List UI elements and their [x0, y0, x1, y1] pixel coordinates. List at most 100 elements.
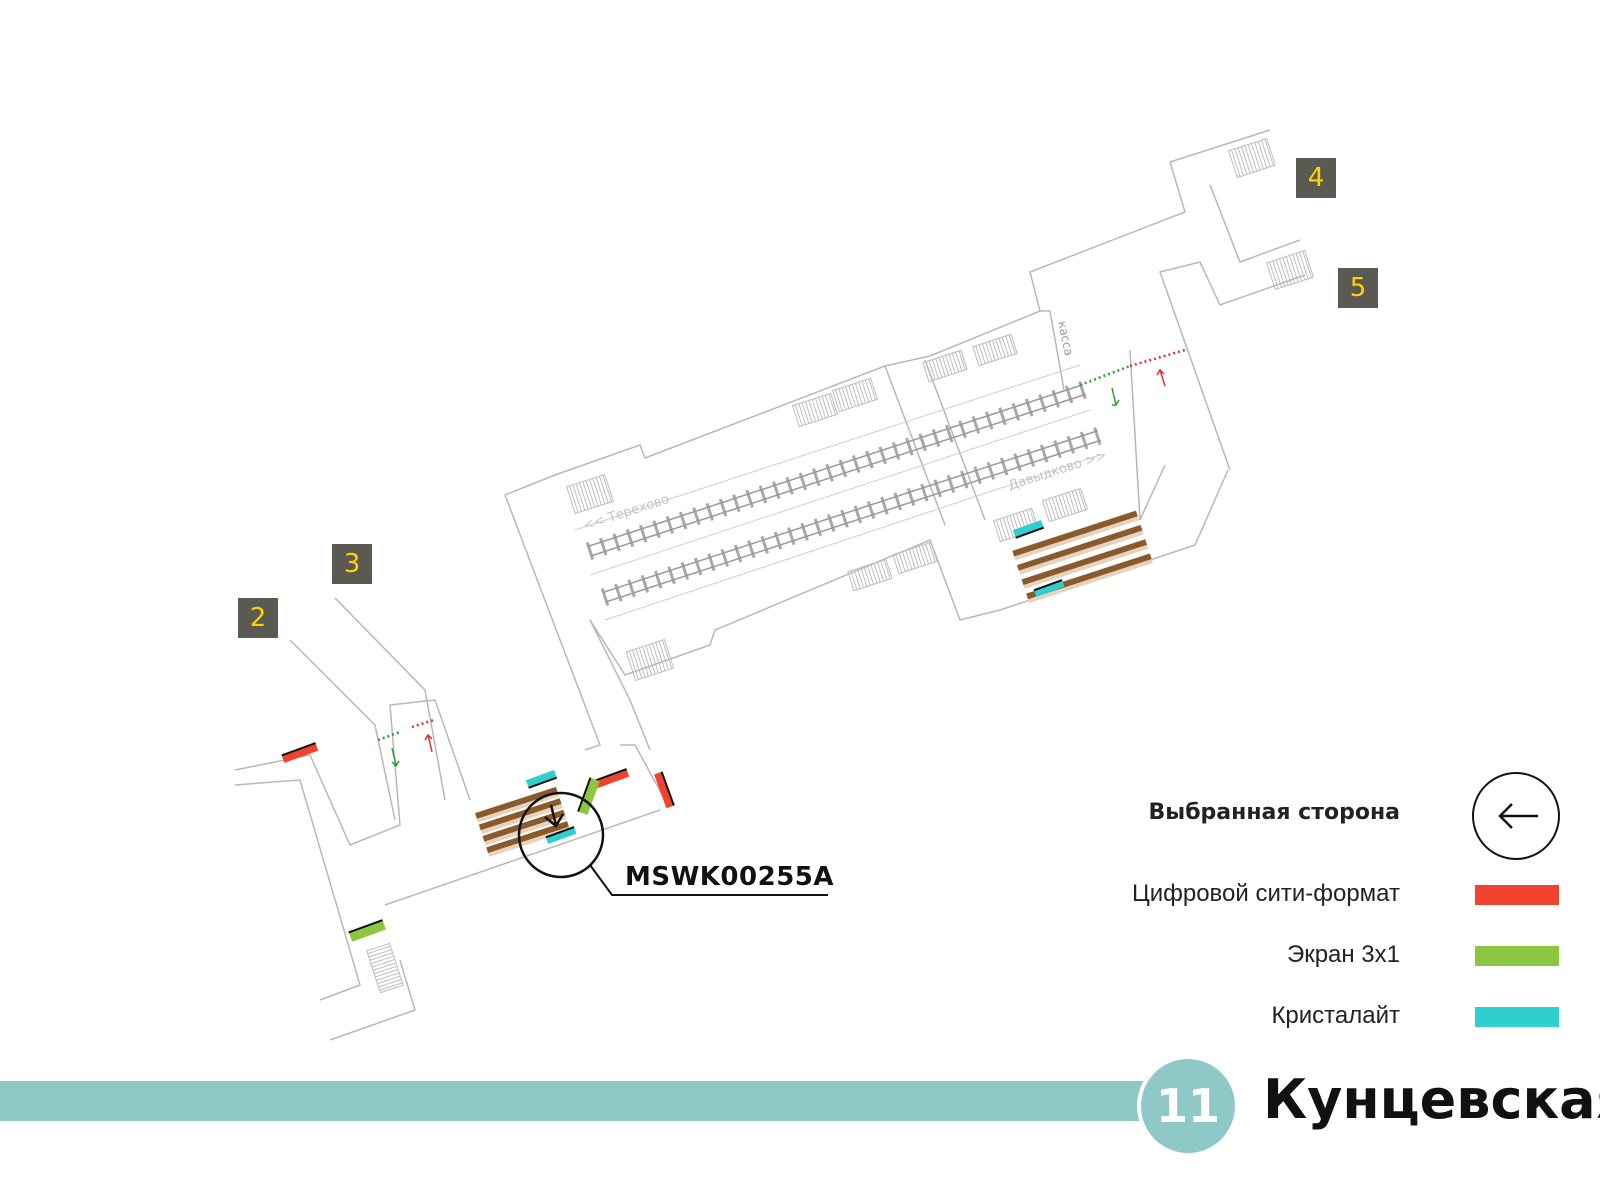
staircase — [972, 333, 1018, 367]
city-format-panel[interactable] — [654, 771, 675, 809]
track-sleeper — [1053, 440, 1062, 459]
track-sleeper — [973, 466, 982, 485]
escalator-shadow — [476, 792, 560, 823]
crystalight-panel[interactable] — [1033, 579, 1065, 597]
stair-step — [652, 643, 663, 673]
stair-step — [861, 380, 870, 403]
track-sleeper — [639, 524, 648, 543]
legend-crystalight-label: Кристалайт — [1271, 1002, 1400, 1029]
track-sleeper — [612, 533, 621, 552]
staircase-outline — [1228, 137, 1276, 179]
track-sleeper — [773, 531, 783, 550]
stair-step — [978, 344, 986, 364]
track-sleeper — [678, 511, 688, 530]
track-sleeper — [891, 441, 901, 461]
track-sleeper — [1024, 398, 1034, 417]
track-sleeper — [933, 479, 942, 498]
track-sleeper — [1011, 402, 1021, 421]
stair-step — [1298, 252, 1309, 279]
stair-step — [1241, 146, 1251, 174]
escalator — [1021, 539, 1148, 586]
track-sleeper — [745, 489, 754, 508]
stair-step — [592, 478, 602, 506]
screen-3x1-panel[interactable] — [577, 777, 600, 815]
track-sleeper — [1051, 389, 1060, 408]
stair-step — [1295, 253, 1306, 281]
stair-step — [915, 547, 923, 567]
track-sleeper — [986, 461, 996, 480]
legend-screen-3x1-swatch — [1475, 946, 1559, 966]
staircase — [791, 392, 839, 428]
stair-step — [1251, 143, 1261, 171]
track-sleeper — [1013, 453, 1022, 472]
stair-step — [579, 482, 589, 510]
staircase-outline — [791, 392, 839, 428]
stair-step — [1244, 145, 1254, 173]
stair-step — [866, 565, 875, 585]
stair-step — [1289, 255, 1299, 283]
line-number-badge: 11 — [1137, 1055, 1239, 1157]
city-format-panel[interactable] — [281, 742, 319, 763]
track-sleeper — [906, 487, 916, 507]
east-wing — [1029, 129, 1271, 312]
stair-step — [1068, 492, 1077, 514]
stair-step — [818, 397, 827, 419]
stair-step — [1302, 250, 1312, 278]
stair-step — [928, 542, 936, 563]
track-sleeper — [920, 483, 929, 502]
stair-step — [1269, 261, 1279, 289]
city-format-panel[interactable] — [592, 768, 630, 789]
west-corridor-2 — [289, 639, 396, 821]
middle-column-left — [884, 365, 946, 526]
legend-city-format-label: Цифровой сити-формат — [1131, 880, 1400, 907]
crystalight-panel[interactable] — [1012, 520, 1045, 539]
selected-panel-marker[interactable] — [517, 791, 828, 896]
stair-step — [582, 481, 592, 509]
screen-3x1-panel[interactable] — [348, 919, 386, 942]
stair-step — [921, 544, 930, 565]
track-sleeper — [866, 501, 876, 520]
crystalight-panel[interactable] — [545, 826, 577, 844]
stair-step — [938, 357, 946, 377]
stair-step — [602, 474, 612, 502]
track-sleeper — [692, 507, 701, 526]
stair-step — [905, 550, 913, 570]
arrow-left-icon — [1498, 803, 1538, 829]
stair-step — [911, 548, 920, 568]
track-sleeper — [680, 561, 690, 580]
stair-step — [628, 650, 639, 680]
track — [600, 427, 1102, 607]
stair-step — [658, 641, 669, 670]
staircase — [892, 541, 938, 575]
track-sleeper — [625, 528, 635, 547]
track-sleeper — [665, 515, 675, 534]
stair-step — [883, 559, 891, 580]
track-sleeper — [1039, 444, 1049, 463]
middle-column-right — [924, 359, 986, 521]
west-passage-2 — [589, 619, 651, 751]
stair-step — [948, 354, 956, 374]
crystalight-panel[interactable] — [525, 770, 558, 789]
stair-step — [1254, 142, 1264, 170]
stair-step — [941, 356, 950, 376]
stair-step — [856, 568, 865, 588]
selected-side-icon — [1472, 772, 1560, 860]
west-corridor-4 — [234, 779, 361, 1001]
west-corridor-5 — [384, 809, 661, 906]
stair-step — [1285, 256, 1296, 284]
west-passage — [504, 494, 601, 751]
track-sleeper — [758, 485, 768, 504]
stair-step — [1048, 498, 1057, 520]
track-sleeper — [705, 502, 714, 521]
staircase — [847, 558, 893, 592]
escalator-shadow — [1023, 544, 1149, 589]
exit-flow-line — [1079, 364, 1131, 387]
track-sleeper — [1079, 431, 1089, 450]
stair-step — [821, 395, 830, 418]
line-color-bar — [0, 1081, 1150, 1121]
track-sleeper — [787, 527, 796, 546]
track-sleeper — [599, 537, 608, 556]
track-rail — [603, 430, 1098, 593]
stair-step — [931, 359, 940, 379]
